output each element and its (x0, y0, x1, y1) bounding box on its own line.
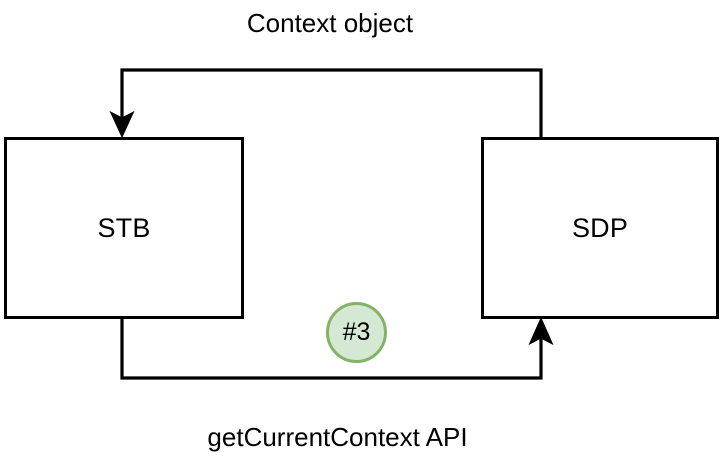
step-badge-3[interactable]: #3 (326, 302, 387, 363)
arrowhead-up-into-sdp (528, 316, 554, 346)
edge-sdp-to-stb-path (120, 68, 543, 137)
arrowhead-down-into-stb (109, 110, 135, 139)
node-sdp[interactable]: SDP (481, 137, 719, 319)
node-sdp-label: SDP (571, 212, 629, 243)
node-stb[interactable]: STB (4, 137, 244, 319)
step-badge-label: #3 (342, 318, 371, 346)
edge-label-context-object: Context object (246, 8, 414, 38)
edge-sdp-to-stb (109, 68, 543, 139)
node-stb-label: STB (97, 212, 151, 243)
edge-stb-to-sdp-path (120, 318, 543, 380)
edge-label-getcurrentcontext-api: getCurrentContext API (207, 422, 468, 452)
edge-stb-to-sdp (120, 316, 554, 380)
